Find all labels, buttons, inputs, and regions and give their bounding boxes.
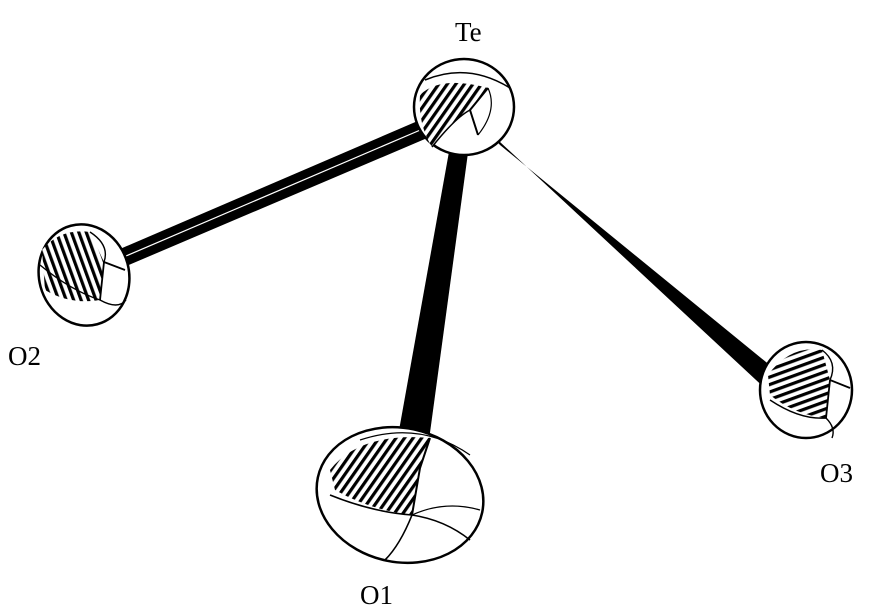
bond-te-o1: [398, 135, 470, 440]
atom-te: [412, 57, 516, 157]
atom-label-o3: O3: [820, 458, 853, 488]
atom-o2: [37, 223, 131, 327]
atom-label-o2: O2: [8, 341, 41, 371]
atom-label-o1: O1: [360, 580, 393, 610]
bond-te-o3: [485, 128, 788, 393]
atom-label-te: Te: [455, 17, 482, 47]
atom-o3: [758, 340, 854, 440]
bond-te-o2: [106, 120, 432, 270]
atom-o1: [315, 425, 485, 565]
